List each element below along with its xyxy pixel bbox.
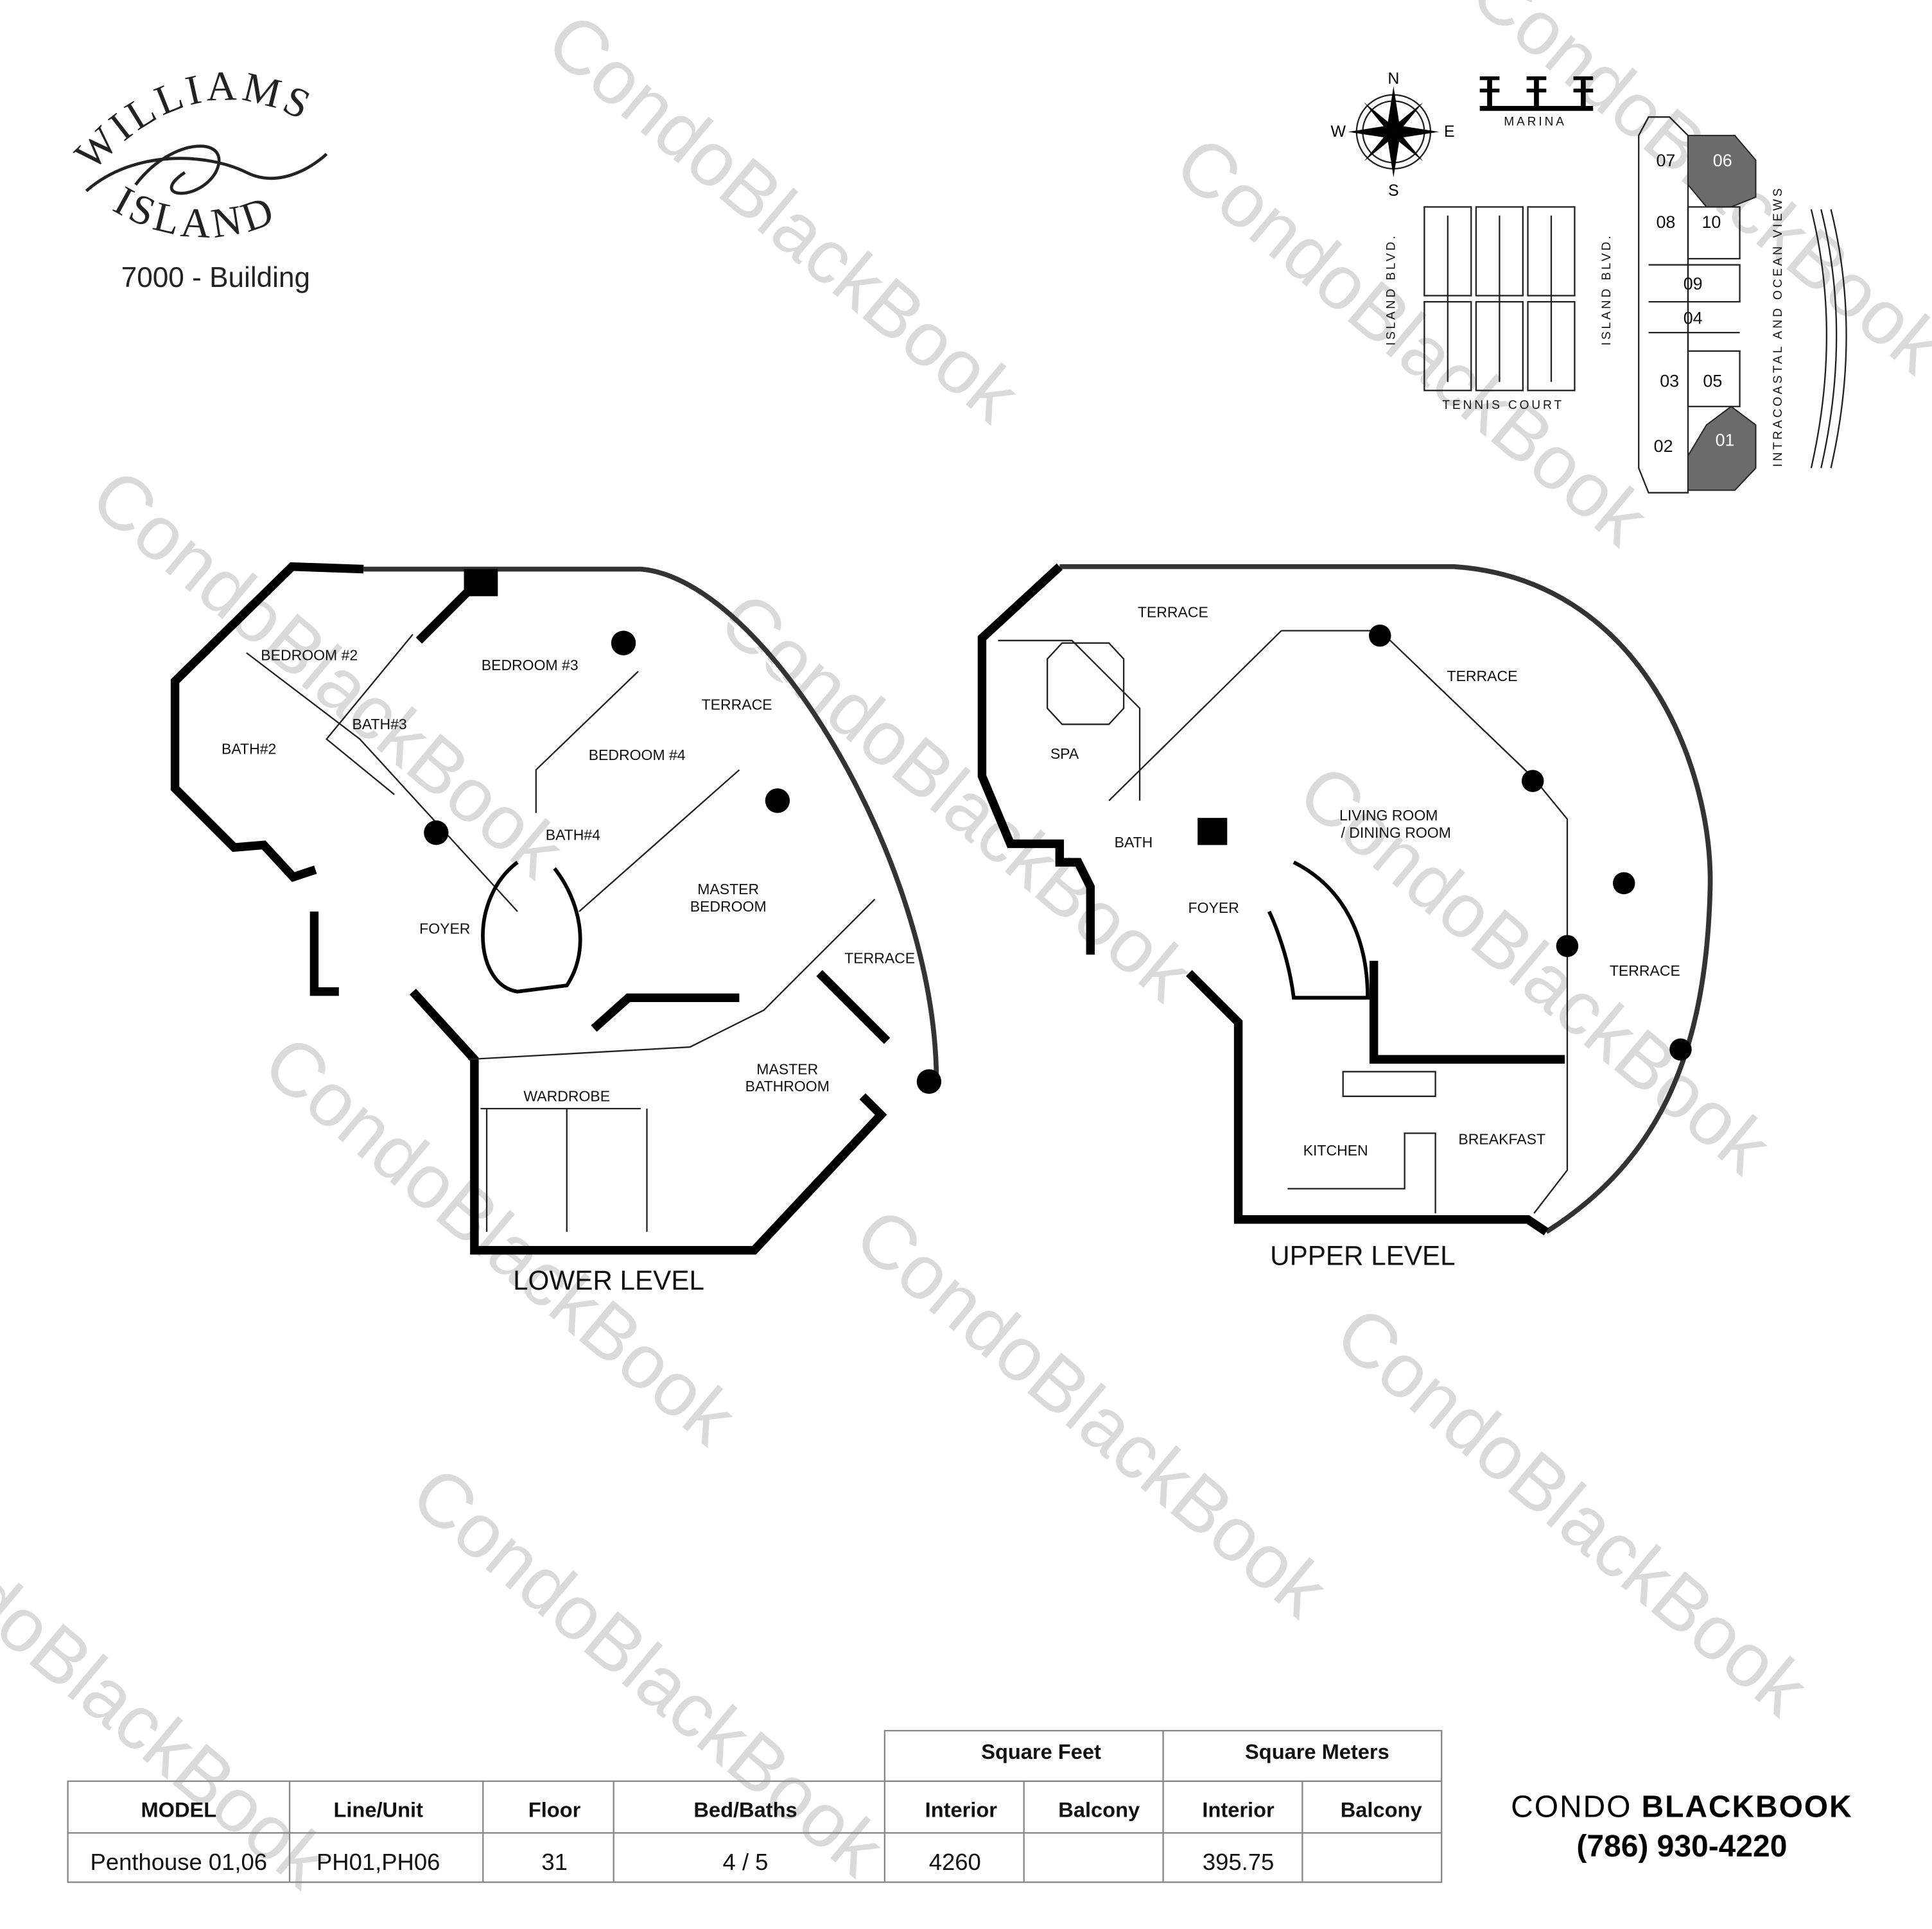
- room-label: TERRACE: [1138, 603, 1208, 620]
- key-plan: N S E W MARINA TENNIS COURT ISLAND BLVD.…: [1330, 69, 1847, 494]
- column: [611, 630, 636, 655]
- unit-08: 08: [1656, 212, 1675, 232]
- cell-sqm-interior: 395.75: [1203, 1849, 1274, 1875]
- compass-s: S: [1388, 182, 1399, 200]
- compass-w: W: [1330, 123, 1346, 141]
- building-key-plan: 07 06 08 10 09 04 03 05 02 01: [1638, 116, 1757, 494]
- room-label: / DINING ROOM: [1341, 824, 1451, 841]
- logo-line2: ISLAND: [107, 178, 283, 248]
- room-label: TERRACE: [702, 696, 772, 713]
- cell-floor: 31: [541, 1849, 568, 1875]
- room-label: WARDROBE: [523, 1087, 610, 1104]
- header-bed-baths: Bed/Baths: [693, 1797, 797, 1821]
- views-label: INTRACOASTAL AND OCEAN VIEWS: [1771, 186, 1785, 467]
- compass-n: N: [1388, 69, 1399, 87]
- header-sqm-balcony: Balcony: [1341, 1797, 1422, 1821]
- room-label: BEDROOM: [690, 898, 767, 915]
- header-sqm-interior: Interior: [1202, 1797, 1275, 1821]
- header-square-feet: Square Feet: [981, 1740, 1101, 1763]
- room-label: BATH#4: [546, 827, 600, 843]
- room-label: KITCHEN: [1303, 1142, 1368, 1159]
- unit-02: 02: [1654, 437, 1673, 456]
- room-label: BEDROOM #2: [261, 647, 358, 664]
- room-label: FOYER: [1188, 899, 1239, 916]
- cell-bed-baths: 4 / 5: [723, 1849, 769, 1875]
- watermark: CondoBlackBook: [1320, 1290, 1824, 1733]
- room-label: TERRACE: [1610, 962, 1680, 979]
- column: [1521, 770, 1544, 792]
- cell-line-unit: PH01,PH06: [317, 1849, 440, 1875]
- street-left-label: ISLAND BLVD.: [1384, 234, 1398, 346]
- column: [1556, 935, 1579, 957]
- header-model: MODEL: [141, 1797, 216, 1821]
- brand-name: CONDO BLACKBOOK: [1511, 1790, 1852, 1824]
- cell-sqft-interior: 4260: [929, 1849, 981, 1875]
- room-label: LIVING ROOM: [1339, 807, 1438, 824]
- room-label: BATH#3: [352, 716, 406, 732]
- lower-level-title: LOWER LEVEL: [513, 1265, 704, 1295]
- header-sqft-balcony: Balcony: [1058, 1797, 1140, 1821]
- room-label: SPA: [1050, 745, 1079, 762]
- upper-level-title: UPPER LEVEL: [1270, 1241, 1456, 1271]
- room-label: FOYER: [419, 921, 470, 937]
- room-label: MASTER: [756, 1060, 818, 1077]
- header-sqft-interior: Interior: [925, 1797, 998, 1821]
- column: [1669, 1038, 1692, 1061]
- header-floor: Floor: [528, 1797, 581, 1821]
- compass-e: E: [1444, 123, 1455, 141]
- unit-05: 05: [1703, 372, 1722, 391]
- brand-phone: (786) 930-4220: [1576, 1830, 1787, 1864]
- watermark: CondoBlackBook: [396, 1450, 900, 1892]
- room-label: MASTER: [697, 881, 759, 897]
- column: [1612, 872, 1635, 895]
- watermark: CondoBlackBook: [76, 453, 580, 895]
- room-label: BATH: [1115, 834, 1153, 851]
- watermark: CondoBlackBook: [1456, 0, 1932, 390]
- watermark: CondoBlackBook: [839, 1191, 1343, 1634]
- watermark: CondoBlackBook: [248, 1019, 752, 1461]
- unit-01: 01: [1716, 431, 1735, 450]
- upper-level-plan: TERRACE TERRACE SPA LIVING ROOM / DINING…: [977, 563, 1713, 1271]
- unit-10: 10: [1701, 212, 1721, 232]
- tennis-court-label: TENNIS COURT: [1442, 399, 1564, 412]
- header-line-unit: Line/Unit: [333, 1797, 423, 1821]
- unit-07: 07: [1656, 151, 1675, 170]
- unit-09: 09: [1684, 274, 1703, 293]
- room-label: BEDROOM #4: [589, 747, 686, 763]
- building-name: 7000 - Building: [121, 262, 310, 293]
- williams-island-logo: WILLIAMS ISLAND 7000 - Building: [66, 63, 328, 293]
- watermark: CondoBlackBook: [0, 1462, 345, 1905]
- unit-03: 03: [1660, 372, 1679, 391]
- street-right-label: ISLAND BLVD.: [1600, 234, 1614, 346]
- watermark: CondoBlackBook: [1160, 120, 1664, 562]
- logo-line1: WILLIAMS: [66, 63, 320, 178]
- room-label: BREAKFAST: [1458, 1131, 1545, 1148]
- column: [424, 820, 449, 845]
- room-label: TERRACE: [1447, 668, 1518, 684]
- room-label: BATH#2: [222, 740, 276, 757]
- room-label: BEDROOM #3: [482, 657, 579, 673]
- watermark: CondoBlackBook: [532, 0, 1036, 439]
- marina-icon: [1479, 76, 1594, 111]
- unit-04: 04: [1684, 309, 1703, 328]
- room-label: TERRACE: [844, 950, 915, 967]
- column: [1368, 624, 1391, 647]
- room-label: BATHROOM: [745, 1078, 830, 1094]
- cell-model: Penthouse 01,06: [91, 1849, 268, 1875]
- compass-rose-icon: N S E W: [1330, 69, 1454, 200]
- unit-06: 06: [1713, 151, 1732, 170]
- unit-specs-table: [67, 1729, 1443, 1883]
- column: [765, 788, 790, 813]
- column: [916, 1069, 942, 1094]
- lower-level-plan: BEDROOM #2 BEDROOM #3 BATH#3 BATH#2 TERR…: [170, 562, 942, 1295]
- header-square-meters: Square Meters: [1245, 1740, 1389, 1763]
- tennis-courts: [1423, 206, 1576, 392]
- marina-label: MARINA: [1504, 116, 1567, 129]
